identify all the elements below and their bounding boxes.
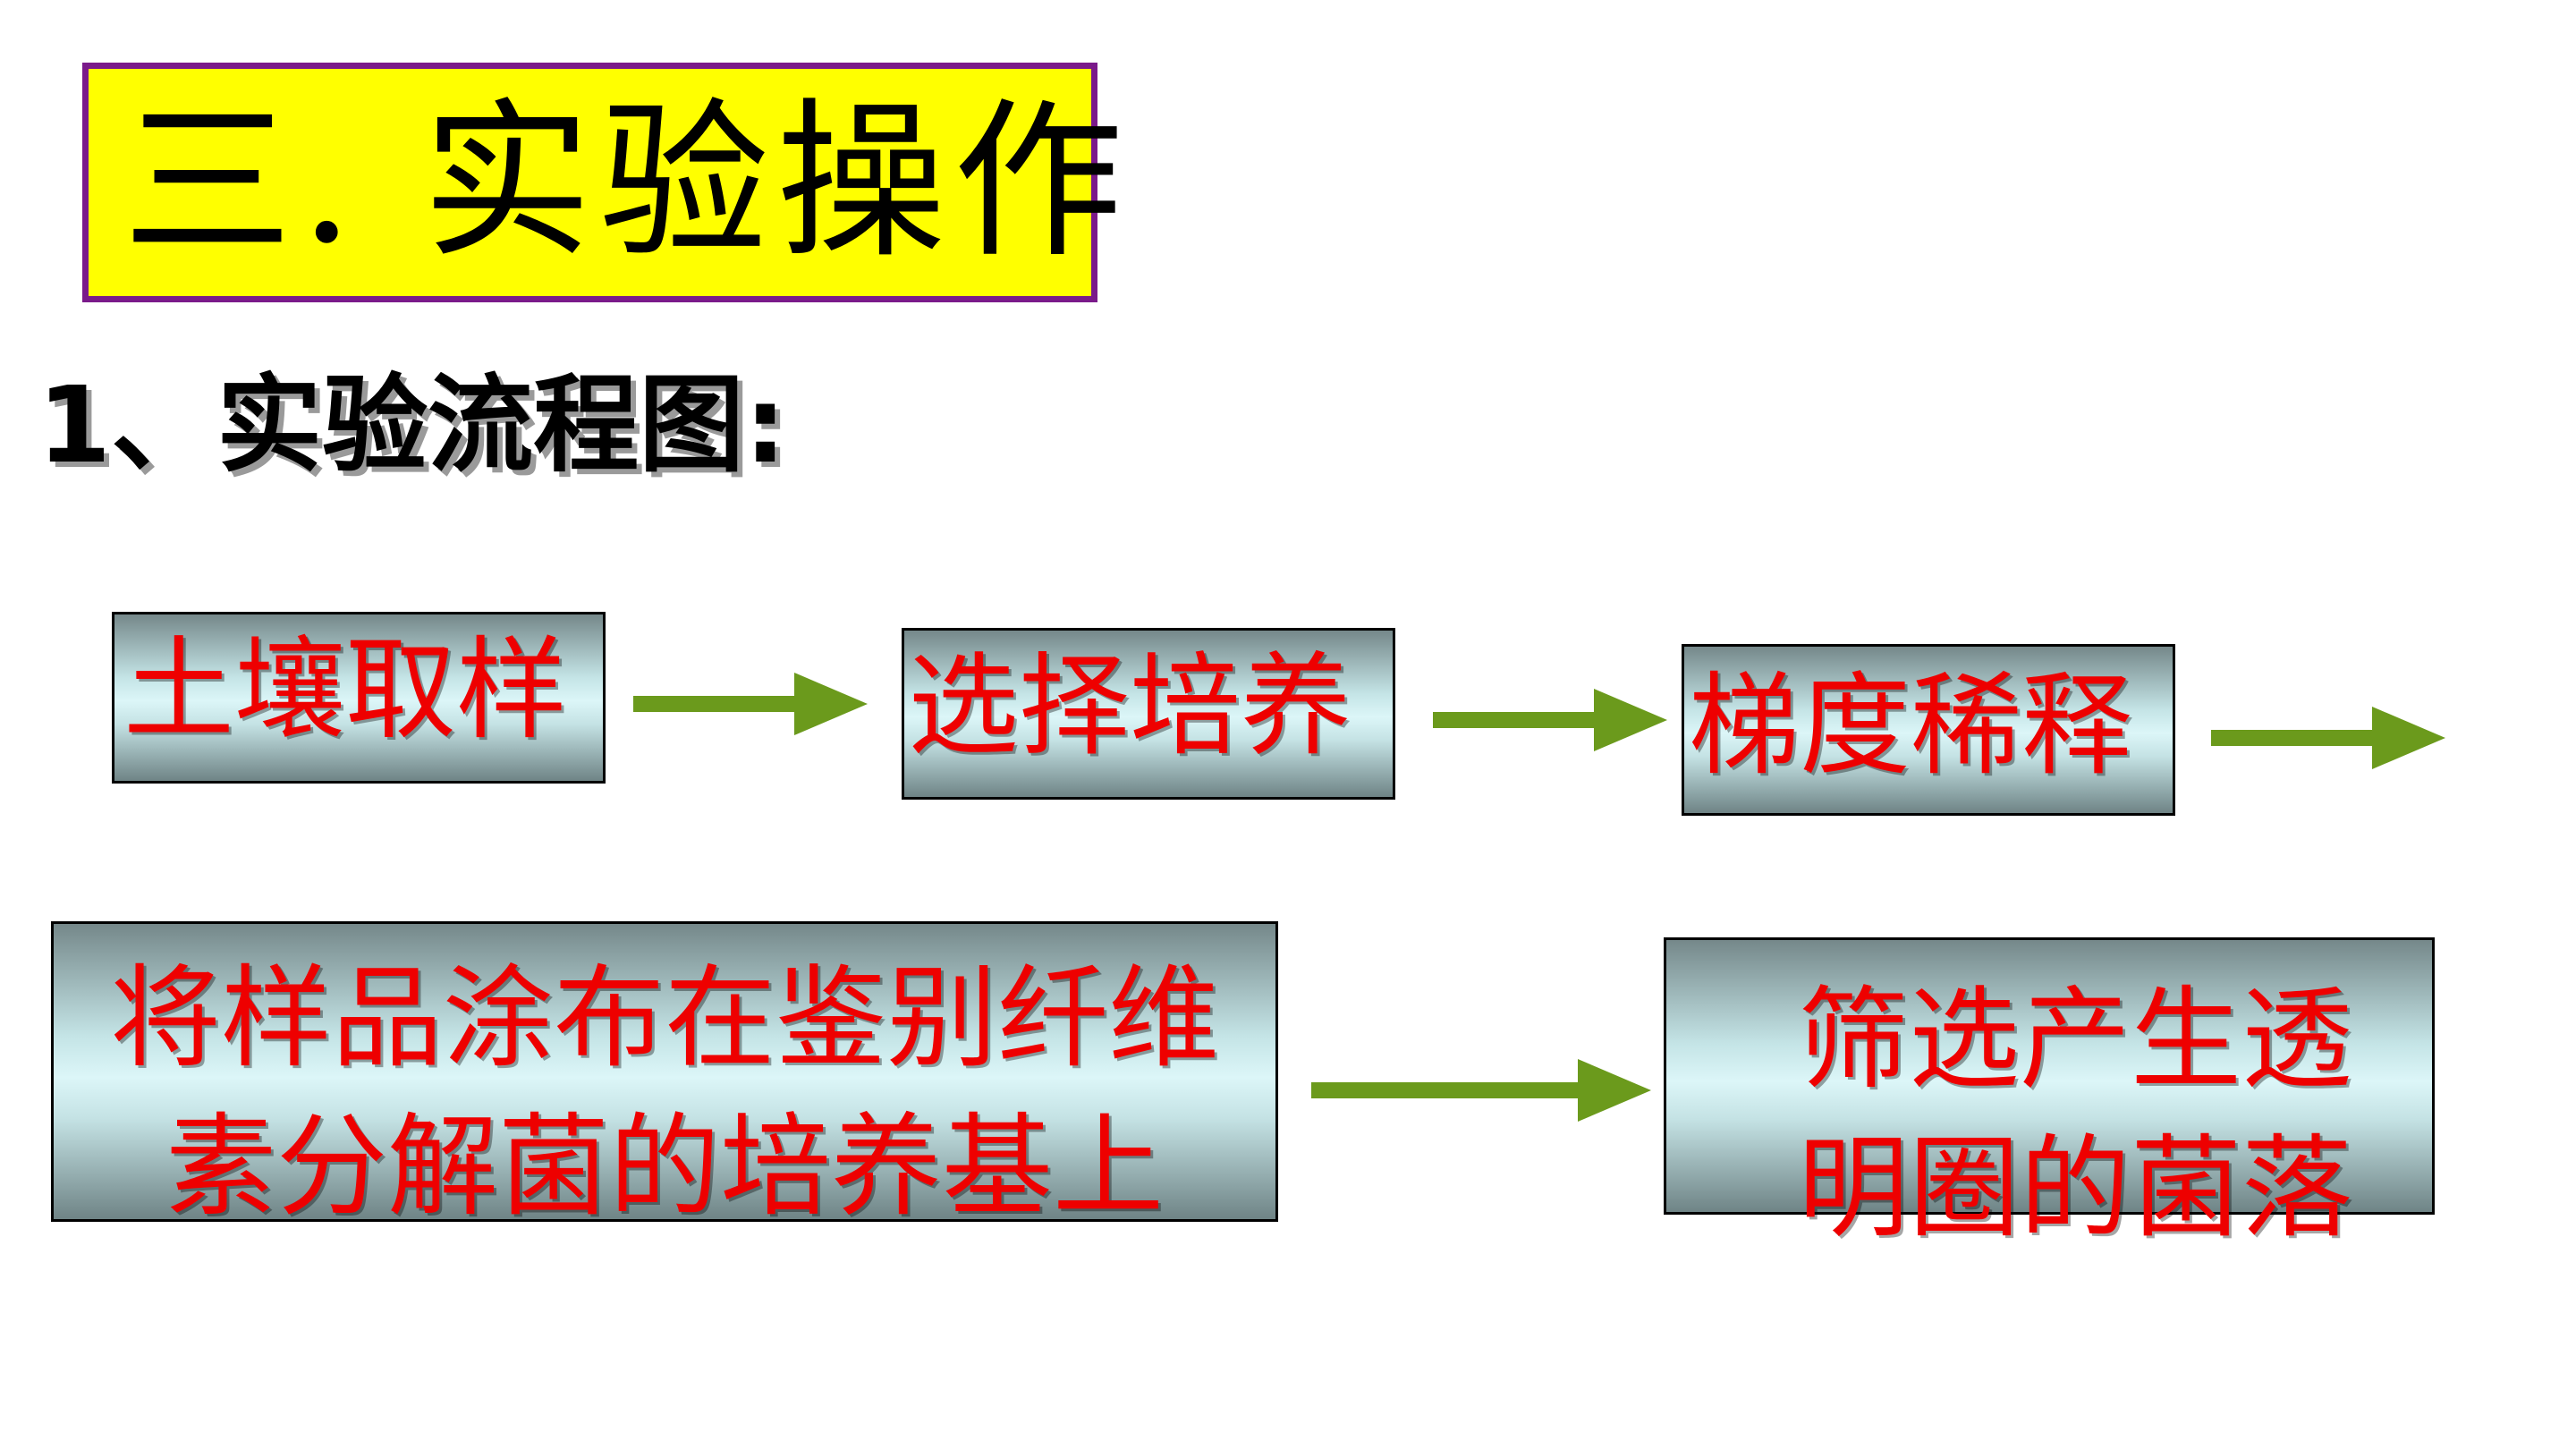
flow-arrow-2: [1433, 689, 1667, 751]
slide-title-box: 三. 实验操作: [82, 63, 1123, 302]
flow-step-box-1: [112, 612, 606, 784]
slide-subtitle: 1、实验流程图:: [38, 363, 787, 487]
flow-arrow-1: [633, 673, 868, 735]
flow-step-box-5: [1664, 937, 2435, 1215]
flow-step-label-4: 将样品涂布在鉴别纤维素分解菌的培养基上: [109, 954, 1219, 1232]
flow-arrow-3: [2211, 707, 2445, 769]
flow-step-label-2: 选择培养: [908, 642, 1352, 771]
flow-step-box-2: [902, 628, 1395, 800]
flow-step-label-1: 土壤取样: [123, 626, 568, 755]
flow-step-label-5: 筛选产生透明圈的菌落: [1797, 976, 2352, 1253]
slide-title: 三. 实验操作: [123, 83, 1131, 281]
flow-step-box-4: [51, 921, 1278, 1222]
flow-arrow-4: [1311, 1059, 1651, 1122]
flow-step-label-3: 梯度稀释: [1689, 662, 2133, 791]
flow-step-box-3: [1682, 644, 2175, 816]
